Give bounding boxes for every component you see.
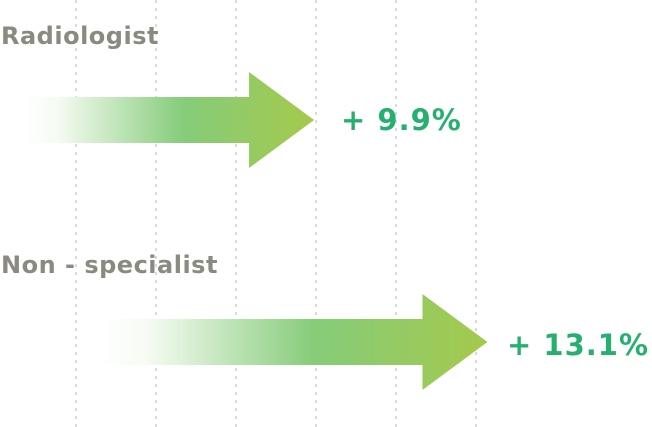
value-label-radiologist: + 9.9% xyxy=(341,103,462,137)
arrow-bar-non-specialist xyxy=(101,294,488,390)
value-label-non-specialist: + 13.1% xyxy=(507,328,650,362)
arrows xyxy=(22,72,488,390)
category-label-radiologist: Radiologist xyxy=(1,22,159,50)
arrow-bar-radiologist xyxy=(22,72,315,168)
category-label-non-specialist: Non - specialist xyxy=(1,251,218,279)
